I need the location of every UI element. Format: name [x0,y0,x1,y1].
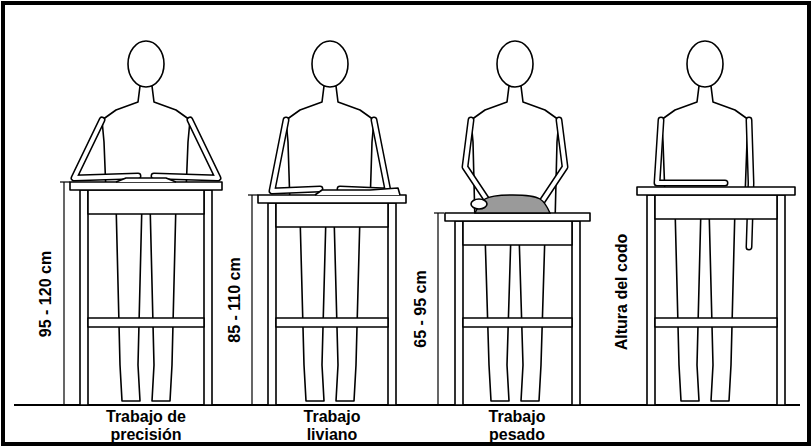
leg [116,202,142,401]
arm [154,120,218,178]
table-apron [276,203,388,227]
workstation [637,41,795,405]
head [687,41,723,87]
arm-outline [154,120,218,178]
arm-outline [657,120,725,183]
table-leg [388,203,396,405]
table-leg [80,190,88,405]
arm-outline [340,120,388,191]
table-top [637,187,795,195]
dimension-label: 95 - 120 cm [37,249,55,339]
leg [675,207,701,401]
arm [537,120,565,209]
table-stretcher [463,318,572,327]
table-stretcher [88,318,204,327]
arm-outline [272,120,320,191]
table-leg [647,195,655,405]
dimension-line [434,213,444,405]
table-top [70,182,222,190]
task-caption: Trabajo pesado [465,408,569,443]
arm [272,120,320,191]
arm-outline [537,120,565,209]
arm-outline [74,120,138,178]
task-caption: Trabajo de precisión [94,408,198,443]
table-leg [268,203,276,405]
arm [749,120,751,247]
work-piece [116,178,176,182]
task-caption: Trabajo liviano [280,408,384,443]
dimension-line [60,182,70,405]
table-leg [455,221,463,405]
arm-outline [465,120,493,209]
workstation [248,41,406,405]
workstation [60,41,222,405]
table-top [258,195,406,203]
dimension-label: 65 - 95 cm [412,268,430,349]
workstation [434,41,590,405]
table-apron [88,190,204,214]
table-leg [777,195,785,405]
dimension-line [248,195,258,405]
heavy-load [471,199,487,209]
leg [334,215,360,401]
dimension-label: 85 - 110 cm [226,255,244,344]
head [497,41,533,87]
table-stretcher [276,318,388,327]
leg [300,215,326,401]
table-leg [204,190,212,405]
arm [74,120,138,178]
table-leg [572,221,580,405]
arm [657,120,725,183]
arm [340,120,388,191]
frame [3,3,809,444]
leg [485,233,511,401]
leg [150,202,176,401]
head [128,41,164,87]
leg [709,207,735,401]
table-apron [655,195,777,219]
leg [519,233,545,401]
table-top [445,213,590,221]
floor-line [14,404,800,406]
arm-outline [749,120,751,247]
torso [471,86,559,223]
head [312,41,348,87]
table-apron [463,221,572,245]
dimension-label: Altura del codo [613,232,631,352]
table-stretcher [655,318,777,327]
work-piece [315,188,400,195]
arm [465,120,493,209]
